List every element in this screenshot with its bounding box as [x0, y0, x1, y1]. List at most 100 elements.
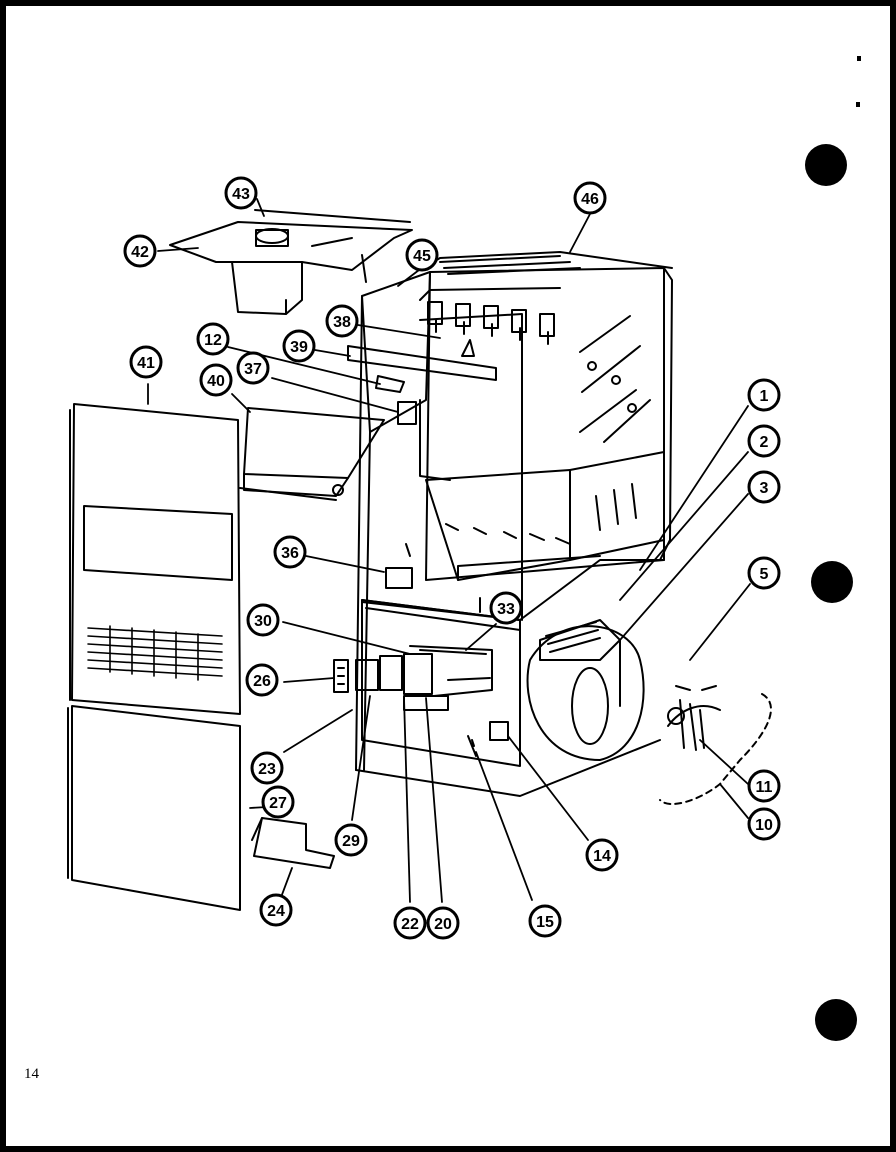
callout-38: 38: [325, 304, 359, 338]
callout-45: 45: [405, 238, 439, 272]
binder-hole-top: [805, 144, 847, 186]
callout-15: 15: [528, 904, 562, 938]
callout-ring: [405, 238, 439, 272]
callout-label: 22: [401, 916, 419, 933]
callout-ring: [236, 351, 270, 385]
exploded-parts-diagram: 1235101112141520222324262729303336373839…: [67, 56, 861, 1041]
callout-label: 3: [760, 480, 769, 497]
control-components: [333, 543, 493, 711]
front-lower-door: [67, 705, 241, 911]
callout-label: 5: [760, 566, 769, 583]
callout-label: 39: [290, 339, 308, 356]
callout-12: 12: [196, 322, 230, 356]
callout-37: 37: [236, 351, 270, 385]
callout-label: 38: [333, 314, 351, 331]
callout-11: 11: [747, 769, 781, 803]
callout-ring: [325, 304, 359, 338]
callout-41: 41: [129, 345, 163, 379]
corner-mark: [856, 102, 860, 107]
callout-26: 26: [245, 663, 279, 697]
callout-label: 27: [269, 795, 287, 812]
front-upper-door: [69, 403, 241, 715]
callout-36: 36: [273, 535, 307, 569]
callout-ring: [528, 904, 562, 938]
callout-ring: [747, 769, 781, 803]
callout-2: 2: [747, 424, 781, 458]
callout-ring: [282, 329, 316, 363]
callout-ring: [747, 807, 781, 841]
callout-10: 10: [747, 807, 781, 841]
callout-label: 12: [204, 332, 222, 349]
callout-ring: [245, 663, 279, 697]
callout-label: 10: [755, 817, 773, 834]
callout-label: 41: [137, 355, 155, 372]
callout-20: 20: [426, 906, 460, 940]
callout-ring: [573, 181, 607, 215]
callout-ring: [123, 234, 157, 268]
callout-ring: [426, 906, 460, 940]
callout-40: 40: [199, 363, 233, 397]
callout-label: 11: [756, 779, 773, 796]
binder-hole-bottom: [815, 999, 857, 1041]
callout-label: 33: [497, 601, 515, 618]
callout-layer: 1235101112141520222324262729303336373839…: [123, 176, 781, 940]
callout-ring: [393, 906, 427, 940]
top-cover-assembly: [169, 209, 413, 315]
callout-label: 24: [267, 903, 285, 920]
callout-ring: [250, 751, 284, 785]
callout-42: 42: [123, 234, 157, 268]
furnace-cabinet: [355, 251, 673, 797]
callout-label: 36: [281, 545, 299, 562]
small-parts: [467, 721, 509, 757]
inner-door-panel: [239, 407, 385, 501]
callout-29: 29: [334, 823, 368, 857]
callout-ring: [199, 363, 233, 397]
callout-label: 40: [207, 373, 225, 390]
page-number: 14: [24, 1066, 39, 1082]
callout-label: 2: [760, 434, 769, 451]
leader-lines: [147, 198, 751, 903]
callout-label: 1: [760, 388, 769, 405]
corner-mark: [857, 56, 861, 61]
callout-14: 14: [585, 838, 619, 872]
callout-ring: [224, 176, 258, 210]
callout-ring: [747, 556, 781, 590]
callout-30: 30: [246, 603, 280, 637]
callout-39: 39: [282, 329, 316, 363]
callout-label: 45: [413, 248, 431, 265]
callout-ring: [585, 838, 619, 872]
callout-43: 43: [224, 176, 258, 210]
callout-ring: [246, 603, 280, 637]
callout-ring: [261, 785, 295, 819]
binder-hole-middle: [811, 561, 853, 603]
callout-46: 46: [573, 181, 607, 215]
callout-label: 46: [581, 191, 599, 208]
callout-label: 20: [434, 916, 452, 933]
blower-assembly: [526, 619, 645, 761]
callout-label: 29: [342, 833, 360, 850]
callout-22: 22: [393, 906, 427, 940]
callout-3: 3: [747, 470, 781, 504]
callout-label: 30: [254, 613, 272, 630]
callout-ring: [747, 378, 781, 412]
callout-1: 1: [747, 378, 781, 412]
callout-5: 5: [747, 556, 781, 590]
callout-ring: [489, 591, 523, 625]
callout-33: 33: [489, 591, 523, 625]
callout-label: 43: [232, 186, 250, 203]
callout-ring: [129, 345, 163, 379]
callout-ring: [334, 823, 368, 857]
callout-label: 15: [536, 914, 554, 931]
callout-ring: [747, 470, 781, 504]
callout-label: 37: [244, 361, 262, 378]
callout-label: 42: [131, 244, 149, 261]
callout-ring: [259, 893, 293, 927]
callout-23: 23: [250, 751, 284, 785]
callout-27: 27: [261, 785, 295, 819]
callout-24: 24: [259, 893, 293, 927]
motor-wiring: [659, 685, 772, 805]
callout-ring: [747, 424, 781, 458]
callout-label: 14: [593, 848, 611, 865]
